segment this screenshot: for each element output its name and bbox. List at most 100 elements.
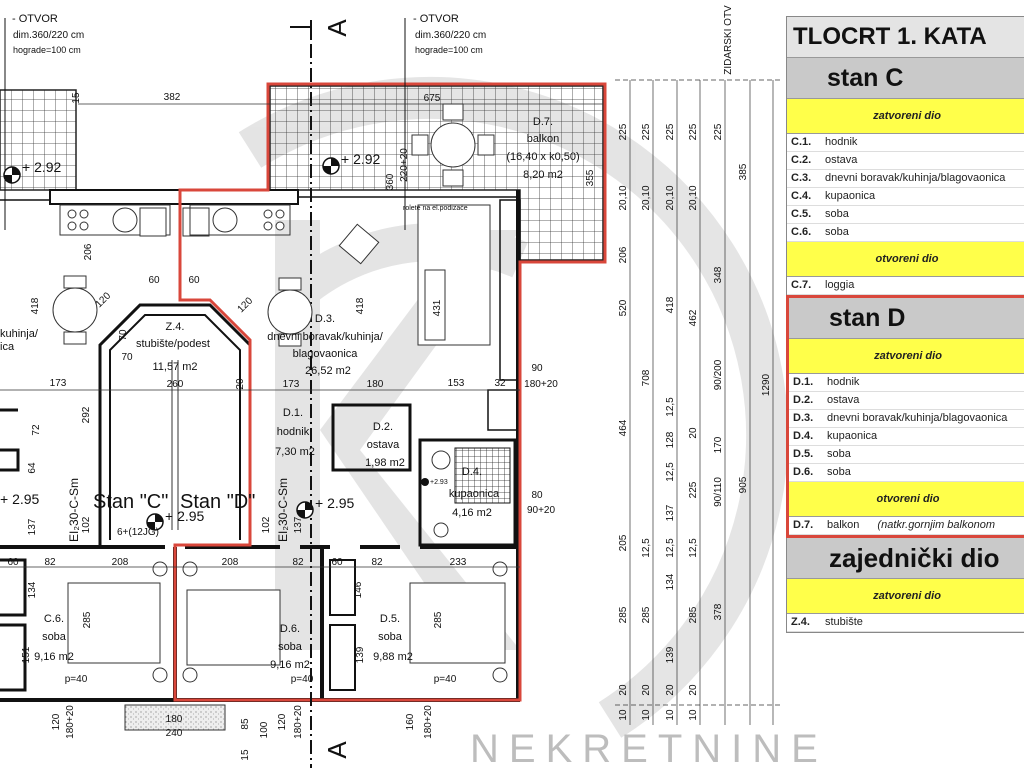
legend-row: D.3.dnevni boravak/kuhinja/blagovaonica [789, 410, 1024, 428]
plan-label: soba [42, 631, 67, 643]
plan-label: 180+20 [65, 705, 76, 739]
room-label-z4: Z.4. stubište/podest 11,57 m2 [136, 321, 210, 373]
plan-label: ostava [367, 439, 400, 451]
plan-label: +2.93 [430, 479, 448, 486]
plan-label: 378 [713, 603, 724, 620]
plan-label: 20 [688, 427, 699, 439]
plan-label: 1,98 m2 [365, 457, 405, 469]
room-code: D.2. [793, 394, 814, 406]
plan-drawing-element [49, 189, 299, 205]
plan-label: 208 [222, 557, 239, 568]
stan-d-label: Stan "D" [180, 491, 255, 513]
room-name: soba [827, 448, 851, 460]
room-name: soba [825, 226, 849, 238]
plan-label: 64 [27, 462, 38, 474]
plan-drawing-element [67, 221, 77, 231]
plan-label: - OTVOR [12, 13, 58, 25]
plan-label: 160 [405, 713, 416, 730]
plan-drawing-element [278, 333, 302, 347]
plan-drawing-element [139, 207, 167, 237]
room-label-d3: D.3. dnevni boravak/kuhinja/ blagovaonic… [267, 313, 384, 377]
legend-row: D.2. ostava [789, 392, 1024, 410]
plan-label: 206 [83, 243, 94, 260]
plan-label: 675 [424, 93, 441, 104]
plan-drawing-element [212, 207, 238, 233]
plan-label: - OTVOR [413, 13, 459, 25]
plan-label: 120 [236, 295, 256, 315]
plan-label: D.4. [462, 466, 482, 478]
plan-label: D.5. [380, 613, 400, 625]
plan-drawing-element [454, 447, 511, 504]
room-name: dnevni boravak/kuhinja/blagovaonica [825, 172, 1006, 184]
plan-label: 285 [433, 611, 444, 628]
dimension-column: ZIDARSKI OTV 225 225 225 225 225 20,10 2… [615, 5, 780, 725]
plan-label: soba [278, 641, 303, 653]
plan-label: 260 [167, 379, 184, 390]
room-name: ostava [827, 394, 860, 406]
plan-drawing-element [275, 209, 285, 219]
plan-label: 72 [31, 424, 42, 436]
plan-label: 355 [585, 169, 596, 186]
plan-drawing-element [0, 558, 27, 692]
plan-label: dnevni boravak/kuhinja/ [267, 331, 384, 343]
room-label-c6: C.6. soba 9,16 m2 [34, 613, 74, 663]
plan-label: 102 [81, 516, 92, 533]
plan-label: 180 [166, 714, 183, 725]
plan-drawing-element [433, 522, 449, 538]
plan-label: 225 [641, 123, 652, 140]
room-name: hodnik [827, 376, 860, 388]
plan-label: 137 [665, 504, 676, 521]
stan-d-heading: stan D [789, 298, 1024, 339]
plan-label: + 2.95 [165, 508, 205, 524]
plan-label: 431 [432, 299, 443, 316]
plan-drawing-element [182, 667, 198, 683]
plan-label: 10 [641, 709, 652, 721]
plan-label: D.1. [283, 407, 303, 419]
section-mark-top: A [322, 19, 352, 37]
plan-drawing-element [124, 704, 226, 731]
plan-label: 137 [293, 516, 304, 533]
plan-label: 139 [355, 646, 366, 663]
plan-label: 20,10 [641, 185, 652, 210]
plan-drawing-element [424, 269, 446, 341]
legend-row: C.4.kupaonica [787, 188, 1024, 206]
plan-label: 26,52 m2 [305, 365, 351, 377]
plan-label: 10 [665, 709, 676, 721]
plan-label: 11,57 m2 [152, 361, 197, 373]
plan-drawing-element [492, 667, 508, 683]
plan-drawing-element [267, 289, 313, 335]
plan-label: 285 [641, 606, 652, 623]
plan-label: 206 [618, 246, 629, 263]
plan-drawing-element [152, 561, 168, 577]
plan-label: 225 [688, 481, 699, 498]
legend-row: C.3.dnevni boravak/kuhinja/blagovaonica [787, 170, 1024, 188]
plan-label: 520 [618, 299, 629, 316]
plan-label: 20,10 [618, 185, 629, 210]
plan-label: 220+20 [399, 148, 410, 182]
plan-label: 20 [235, 378, 246, 390]
plan-drawing-element [418, 438, 517, 547]
plan-label: 225 [665, 123, 676, 140]
room-name: soba [827, 466, 851, 478]
plan-label: 348 [713, 266, 724, 283]
plan-label: hodnik [277, 426, 310, 438]
room-name: balkon [827, 519, 860, 531]
plan-label: 60 [7, 557, 19, 568]
plan-drawing-element [182, 207, 210, 237]
plan-label: 82 [292, 557, 304, 568]
plan-drawing-element [4, 167, 20, 183]
room-label-d4: D.4. kupaonica 4,16 m2 [449, 466, 500, 519]
plan-label: 134 [27, 581, 38, 598]
plan-label: (16,40 x k0,50) [506, 151, 579, 163]
plan-drawing-element [477, 134, 495, 156]
plan-label: dim.360/220 cm [13, 30, 84, 41]
room-code: D.3. [793, 412, 814, 424]
plan-label: 208 [112, 557, 129, 568]
plan-label: 7,30 m2 [275, 446, 315, 458]
plan-label: 137 [27, 518, 38, 535]
plan-label: 128 [665, 431, 676, 448]
plan-label: 20 [665, 684, 676, 696]
plan-label: 180+20 [293, 705, 304, 739]
plan-label: 418 [665, 296, 676, 313]
plan-drawing-element [297, 502, 313, 518]
